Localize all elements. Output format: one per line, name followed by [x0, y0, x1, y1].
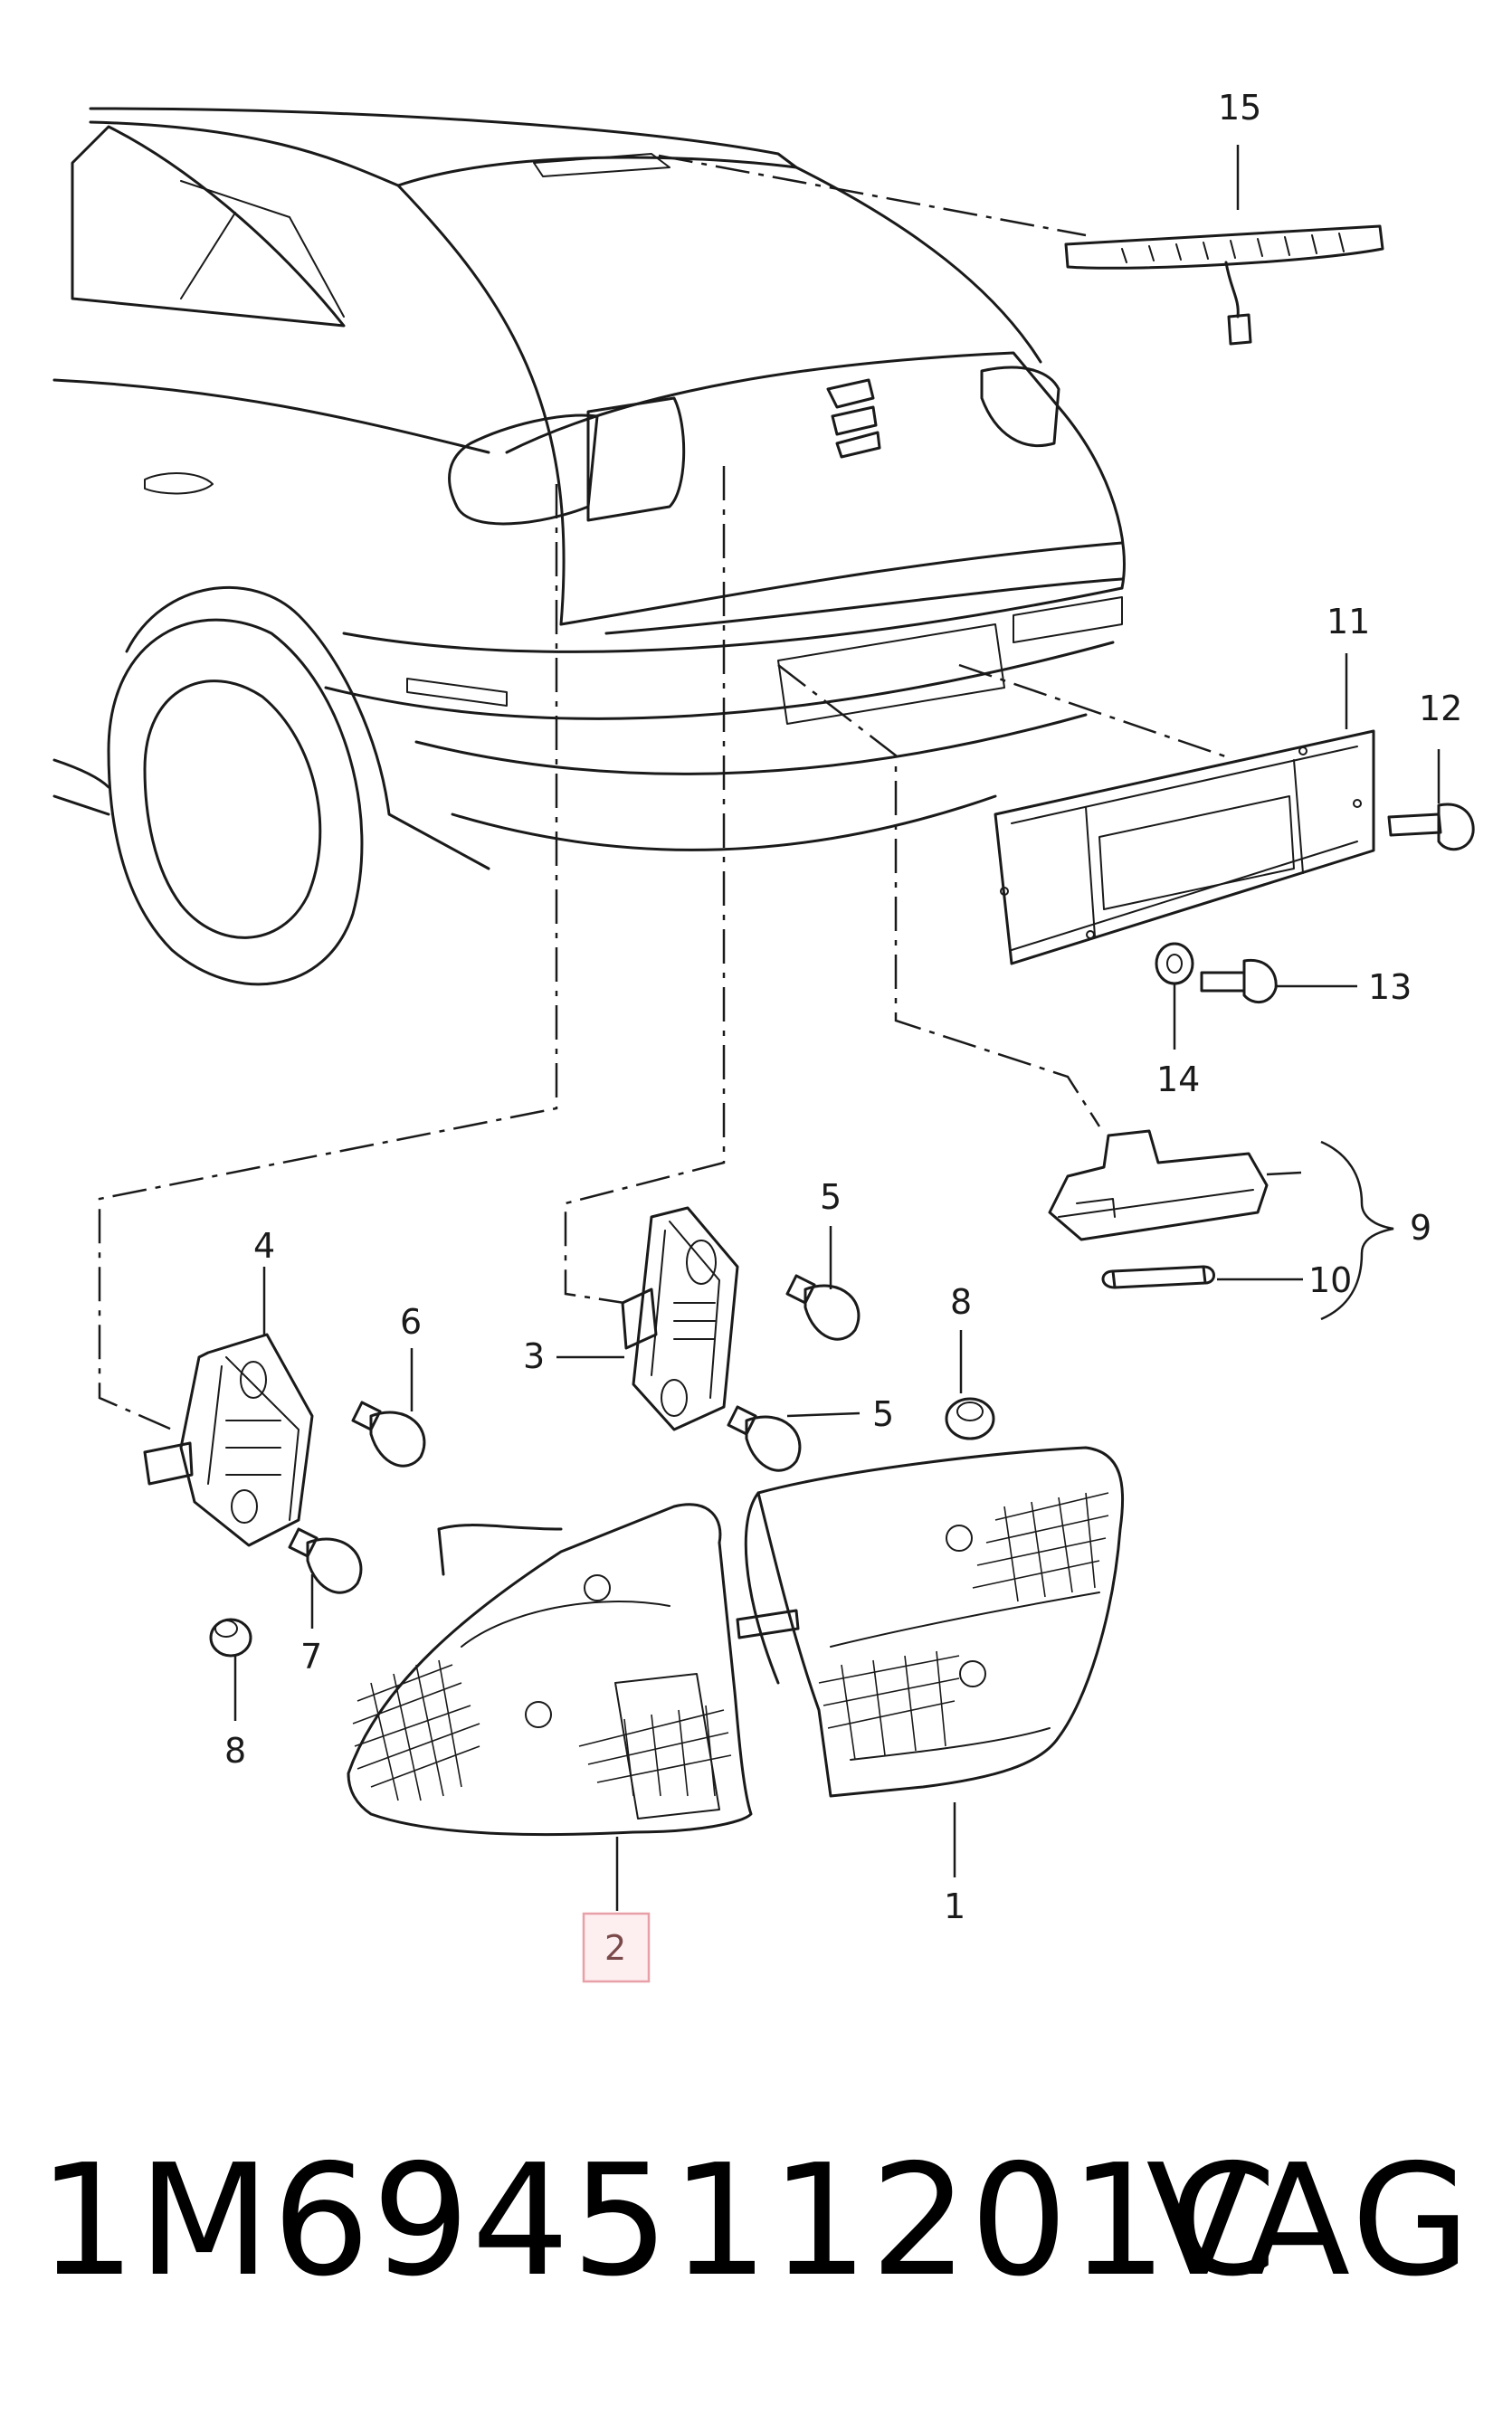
bulb-5-bottom	[727, 1405, 802, 1472]
nut-8-left	[209, 1618, 252, 1658]
callout-4: 4	[253, 1226, 275, 1266]
callout-9: 9	[1410, 1208, 1431, 1248]
callout-5b-leader	[786, 1411, 861, 1418]
nut-8-right	[945, 1397, 995, 1440]
screw-12	[1387, 803, 1475, 851]
license-plate-lamp	[1048, 1129, 1269, 1241]
dash-link-lamp	[777, 664, 1101, 1127]
bulb-5-top	[785, 1274, 861, 1341]
bulb-holder-3	[621, 1206, 739, 1431]
callout-11: 11	[1327, 602, 1370, 641]
callout-8b: 8	[950, 1282, 972, 1322]
washer-14	[1155, 942, 1194, 985]
callout-13: 13	[1368, 967, 1412, 1007]
callout-15: 15	[1218, 88, 1261, 128]
callout-5b: 5	[872, 1394, 894, 1434]
tail-light-inner-1	[736, 1446, 1125, 1798]
callout-2-highlight-box[interactable]	[582, 1912, 651, 1983]
festoon-bulb-10	[1101, 1265, 1215, 1289]
callout-6: 6	[400, 1302, 422, 1342]
brand-name: VAG	[1146, 2132, 1474, 2311]
callout-10: 10	[1308, 1260, 1352, 1300]
dash-link-15	[658, 154, 1087, 237]
bulb-holder-4	[143, 1333, 314, 1547]
callout-5a: 5	[820, 1177, 842, 1217]
callout-2[interactable]: 2	[604, 1928, 626, 1968]
dash-link-11	[958, 663, 1231, 760]
callout-12: 12	[1419, 689, 1462, 728]
callout-9-leader-top	[1266, 1171, 1302, 1176]
bulb-7	[288, 1527, 363, 1594]
bracket-9	[1320, 1140, 1394, 1321]
part-number: 1M694511201C	[38, 2132, 1279, 2311]
callout-7: 7	[300, 1637, 322, 1677]
callout-3: 3	[523, 1336, 545, 1376]
tail-light-outer-2	[347, 1503, 753, 1837]
callout-1: 1	[944, 1886, 965, 1926]
bulb-6	[351, 1401, 426, 1468]
dash-link-3	[564, 466, 726, 1305]
license-plate-bracket	[994, 729, 1375, 965]
callout-14: 14	[1156, 1059, 1200, 1099]
high-mount-brake-light	[1064, 224, 1384, 346]
callout-8a: 8	[224, 1731, 246, 1771]
screw-13	[1200, 958, 1278, 1003]
car-rear-illustration	[52, 107, 1126, 986]
dash-link-4	[98, 484, 558, 1431]
